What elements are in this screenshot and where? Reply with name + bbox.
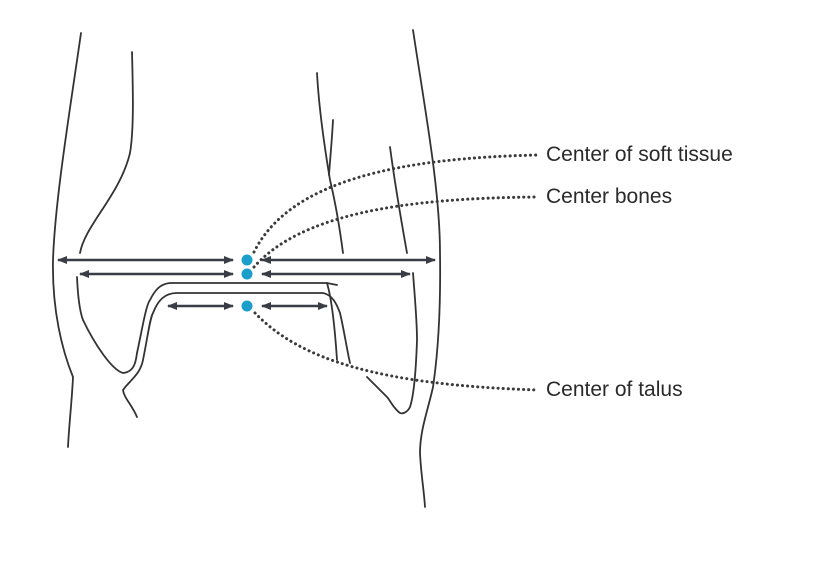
talus-leader [253, 311, 540, 392]
label-center-of-talus: Center of talus [546, 378, 683, 401]
center-points [241, 254, 253, 312]
label-center-of-soft-tissue: Center of soft tissue [546, 143, 733, 166]
medial-malleolus-outline [76, 276, 338, 374]
talus-dome-outline [122, 292, 351, 418]
fibula-lateral-outline [389, 146, 408, 254]
soft-tissue-leader [252, 153, 540, 254]
fibula-medial-outline [316, 72, 344, 254]
fibula-branch [328, 119, 334, 176]
talus-center-point [241, 300, 253, 312]
tibia-lateral-outline [326, 282, 338, 361]
anatomy-outline [52, 29, 442, 508]
label-center-bones: Center bones [546, 185, 673, 208]
right-skin-outline [412, 29, 442, 508]
left-skin-outline [52, 32, 82, 448]
tibia-medial-outline [79, 51, 134, 254]
bones-leader [252, 195, 540, 269]
soft-tissue-center-point [241, 254, 253, 266]
leader-lines [252, 153, 540, 392]
lateral-malleolus-outline [366, 272, 418, 415]
width-arrows [57, 256, 436, 310]
bones-center-point [241, 268, 253, 280]
